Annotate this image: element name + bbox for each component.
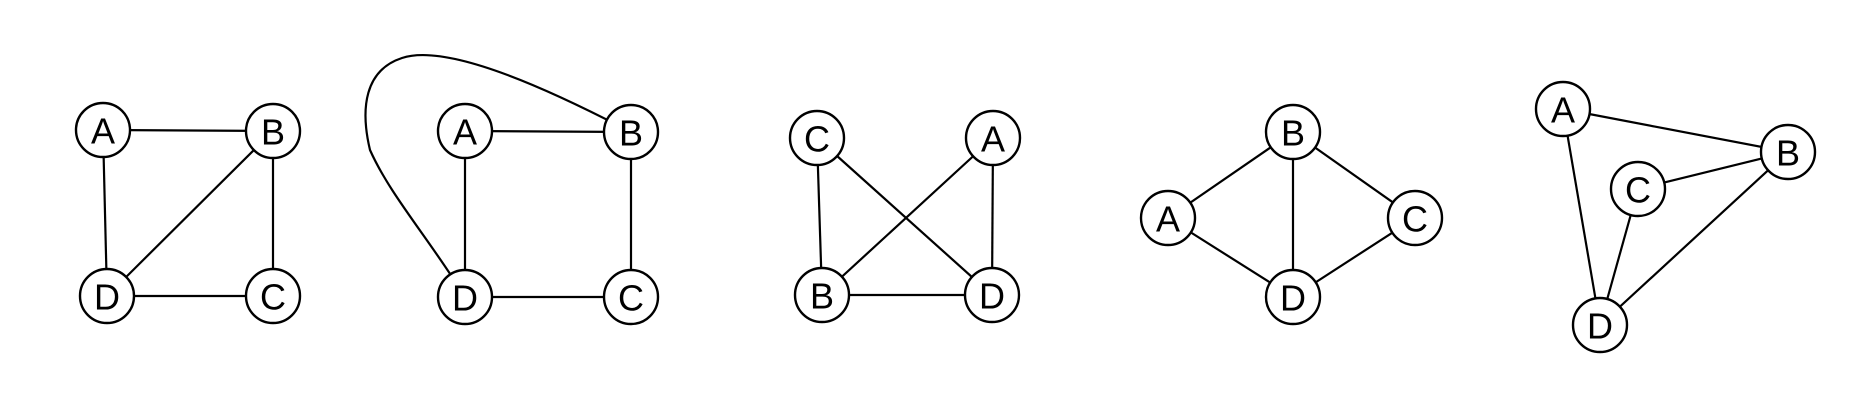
graph-1-node-label-A: A xyxy=(91,111,115,152)
graph-3-node-circle-C xyxy=(788,109,846,167)
graph-3-node-label-C: C xyxy=(804,119,830,160)
graph-4-node-D: D xyxy=(1264,268,1322,326)
edge-A-B xyxy=(102,128,274,133)
graph-1-node-A: A xyxy=(74,101,132,159)
graph-5-node-A: A xyxy=(1534,80,1592,138)
graph-2-node-circle-D xyxy=(436,268,494,326)
graph-2-node-label-C: C xyxy=(618,278,644,319)
graph-3-node-circle-A xyxy=(964,109,1022,167)
graph-4-node-label-B: B xyxy=(1281,113,1305,154)
graph-5-node-label-B: B xyxy=(1776,133,1800,174)
graph-1-node-circle-C xyxy=(244,267,302,325)
graph-4-node-label-A: A xyxy=(1156,199,1180,240)
graph-1-node-circle-B xyxy=(244,102,302,160)
graph-1-node-circle-D xyxy=(78,267,136,325)
graph-2-node-label-B: B xyxy=(619,113,643,154)
graph-1-node-B: B xyxy=(244,102,302,160)
graph-2-node-circle-C xyxy=(602,268,660,326)
graph-2-node-label-D: D xyxy=(452,278,478,319)
edge-A-B xyxy=(1562,107,1789,154)
graph-1-node-circle-A xyxy=(74,101,132,159)
graph-4-node-circle-B xyxy=(1264,103,1322,161)
graph-3-node-A: A xyxy=(964,109,1022,167)
graph-1-node-label-C: C xyxy=(260,277,286,318)
graph-5-node-circle-D xyxy=(1571,296,1629,354)
graph-2-node-B: B xyxy=(602,103,660,161)
graph-1: A B C D xyxy=(74,101,302,325)
graph-5-node-label-D: D xyxy=(1587,306,1613,347)
graph-4-node-label-D: D xyxy=(1280,278,1306,319)
graph-5-node-B: B xyxy=(1759,123,1817,181)
graph-5-node-label-C: C xyxy=(1625,170,1651,211)
graph-4-node-circle-D xyxy=(1264,268,1322,326)
edge-A-B xyxy=(821,137,994,296)
graph-3-node-circle-D xyxy=(963,266,1021,324)
graph-3-node-label-D: D xyxy=(979,276,1005,317)
graph-5-node-C: C xyxy=(1609,160,1667,218)
graph-4-node-circle-C xyxy=(1386,189,1444,247)
graph-5-node-circle-B xyxy=(1759,123,1817,181)
graph-1-node-label-B: B xyxy=(261,112,285,153)
graph-1-node-C: C xyxy=(244,267,302,325)
edge-B-D-curved xyxy=(364,53,632,298)
graph-3-node-label-B: B xyxy=(810,276,834,317)
graph-5: A B C D xyxy=(1534,80,1817,354)
graph-2-node-circle-B xyxy=(602,103,660,161)
graph-2-node-D: D xyxy=(436,268,494,326)
graph-4-node-label-C: C xyxy=(1402,199,1428,240)
graph-2-node-A: A xyxy=(436,102,494,160)
edge-B-D xyxy=(1599,151,1789,326)
graph-5-node-label-A: A xyxy=(1551,90,1575,131)
graph-4-node-circle-A xyxy=(1139,189,1197,247)
graph-2-node-C: C xyxy=(602,268,660,326)
graph-3-node-B: B xyxy=(793,266,851,324)
edge-A-D xyxy=(1561,108,1602,326)
graph-3-node-circle-B xyxy=(793,266,851,324)
graph-3-node-C: C xyxy=(788,109,846,167)
graph-2-node-circle-A xyxy=(436,102,494,160)
graph-2: A B C D xyxy=(364,53,660,326)
graph-5-node-circle-C xyxy=(1609,160,1667,218)
graph-4-node-B: B xyxy=(1264,103,1322,161)
edge-B-D xyxy=(106,130,274,297)
graph-5-node-circle-A xyxy=(1534,80,1592,138)
graph-4-node-A: A xyxy=(1139,189,1197,247)
graph-4: B A C D xyxy=(1139,103,1444,326)
graph-4-node-C: C xyxy=(1386,189,1444,247)
graph-2-node-label-A: A xyxy=(453,112,477,153)
graph-1-node-D: D xyxy=(78,267,136,325)
graph-3-node-label-A: A xyxy=(981,119,1005,160)
graph-3: C A B D xyxy=(788,109,1022,324)
graph-3-node-D: D xyxy=(963,266,1021,324)
graph-1-node-label-D: D xyxy=(94,277,120,318)
graph-5-node-D: D xyxy=(1571,296,1629,354)
edge-C-D xyxy=(816,137,993,296)
